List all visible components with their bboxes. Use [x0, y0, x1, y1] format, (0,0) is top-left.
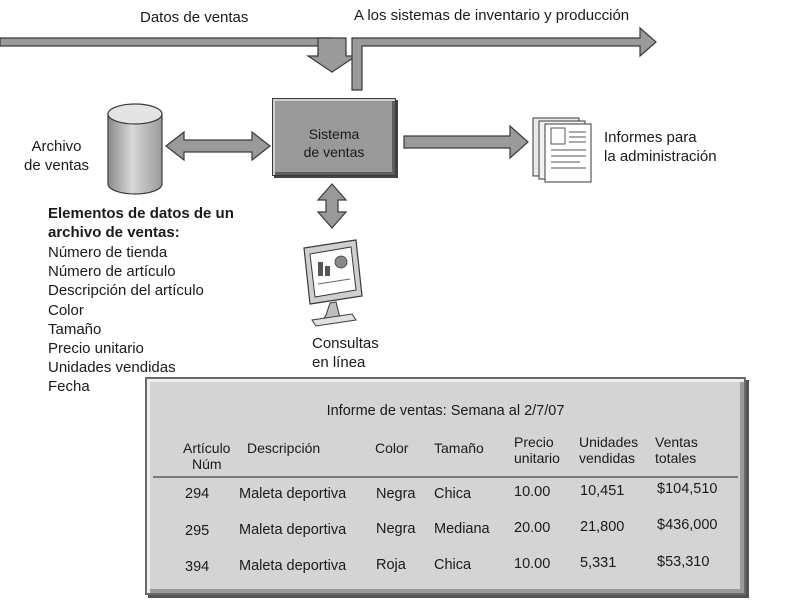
header-color: Color — [375, 440, 409, 456]
sales-system-box: Sistema de ventas — [272, 98, 396, 176]
row-3-total-sales: $53,310 — [657, 554, 710, 570]
sales-data-arrow — [0, 37, 348, 73]
elements-title: Elementos de datos de un archivo de vent… — [48, 205, 234, 241]
row-2-size: Mediana — [434, 521, 490, 537]
header-unit-price: Precio unitario — [514, 434, 560, 466]
sales-archive-label: Archivo de ventas — [24, 138, 90, 174]
elements-list: Número de tienda Número de artículo Desc… — [48, 243, 204, 397]
row-1-description: Maleta deportiva — [239, 486, 347, 502]
element-date: Fecha — [48, 378, 90, 396]
row-3-color: Roja — [376, 557, 406, 573]
row-2-unit-price: 20.00 — [514, 520, 551, 536]
row-1-size: Chica — [434, 486, 472, 502]
inventory-arrow — [351, 26, 657, 91]
sales-data-arrow-head — [306, 37, 358, 73]
report-title: Informe de ventas: Semana al 2/7/07 — [326, 403, 565, 419]
row-2-color: Negra — [376, 521, 416, 537]
row-1-color: Negra — [376, 486, 416, 502]
element-item-description: Descripción del artículo — [48, 282, 204, 300]
sales-report-panel: Informe de ventas: Semana al 2/7/07 Artí… — [145, 377, 746, 595]
row-3-units-sold: 5,331 — [580, 555, 617, 571]
element-color: Color — [48, 301, 84, 319]
row-3-size: Chica — [434, 557, 472, 573]
row-3-unit-price: 10.00 — [514, 556, 551, 572]
sales-system-label: Sistema de ventas — [303, 126, 365, 160]
row-1-units-sold: 10,451 — [580, 483, 625, 499]
inventory-production-label: A los sistemas de inventario y producció… — [354, 7, 630, 24]
element-item-number: Número de artículo — [48, 263, 176, 281]
row-1-unit-price: 10.00 — [514, 484, 551, 500]
monitor-icon — [303, 239, 363, 327]
database-icon — [107, 103, 163, 195]
row-1-item-number: 294 — [185, 486, 210, 502]
management-reports-label: Informes para la administración — [604, 129, 717, 165]
element-unit-price: Precio unitario — [48, 340, 144, 358]
header-total-sales: Ventas totales — [655, 434, 698, 466]
archive-system-double-arrow — [165, 130, 271, 162]
row-3-description: Maleta deportiva — [239, 558, 347, 574]
header-item-number: Artículo Núm — [183, 440, 231, 472]
system-queries-double-arrow — [316, 183, 348, 229]
online-queries-label: Consultas en línea — [312, 335, 379, 371]
header-size: Tamaño — [434, 440, 484, 456]
element-size: Tamaño — [48, 320, 102, 338]
reports-arrow — [403, 124, 529, 160]
row-3-item-number: 394 — [185, 559, 210, 575]
reports-documents-icon — [532, 117, 592, 183]
row-2-description: Maleta deportiva — [239, 522, 347, 538]
header-description: Descripción — [247, 440, 321, 456]
header-units-sold: Unidades vendidas — [579, 434, 639, 466]
row-2-units-sold: 21,800 — [580, 519, 625, 535]
row-2-item-number: 295 — [185, 523, 210, 539]
sales-data-label: Datos de ventas — [140, 9, 249, 26]
row-1-total-sales: $104,510 — [657, 481, 718, 497]
element-units-sold: Unidades vendidas — [48, 359, 176, 377]
row-2-total-sales: $436,000 — [657, 517, 718, 533]
table-header-divider — [153, 476, 738, 478]
element-store-number: Número de tienda — [48, 244, 168, 261]
